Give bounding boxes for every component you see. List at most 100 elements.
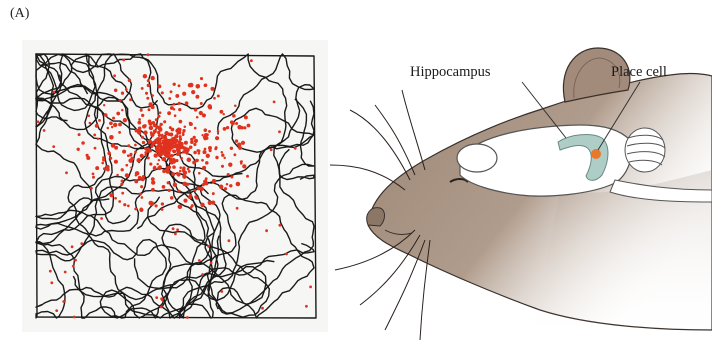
spike-dot (250, 59, 253, 62)
spike-dot (109, 135, 114, 140)
spike-dot (172, 139, 175, 142)
spike-dot (127, 154, 130, 157)
spike-dot (121, 92, 124, 95)
spike-dot (226, 183, 229, 186)
spike-dot (202, 150, 206, 154)
spike-dot (109, 157, 112, 160)
spike-dot (152, 121, 156, 125)
spike-dot (201, 159, 204, 162)
spike-dot (130, 166, 132, 168)
spike-dot (149, 141, 152, 144)
spike-dot (130, 153, 133, 156)
spike-dot (180, 157, 183, 160)
spike-dot (62, 300, 65, 303)
spike-dot (151, 188, 155, 192)
spike-dot (112, 117, 115, 120)
spike-dot (273, 101, 276, 104)
spike-dot (190, 206, 193, 209)
spike-dot (169, 139, 172, 142)
spike-dot (102, 156, 105, 159)
spike-dot (270, 148, 273, 151)
spike-dot (279, 224, 282, 227)
spike-dot (227, 173, 230, 176)
spike-dot (118, 200, 121, 203)
spike-dot (213, 97, 216, 100)
spike-dot (162, 157, 166, 161)
spike-dot (186, 316, 189, 319)
spike-dot (205, 161, 209, 165)
spike-dot (182, 92, 186, 96)
spike-dot (228, 239, 231, 242)
spike-dot (43, 129, 46, 132)
spike-dot (122, 59, 125, 62)
spike-dot (193, 143, 196, 146)
spike-dot (125, 88, 128, 91)
spike-dot (100, 217, 103, 220)
spike-dot (177, 172, 181, 176)
spike-dot (223, 157, 225, 159)
spike-dot (90, 187, 93, 190)
rat-nose (367, 208, 385, 226)
spike-dot (140, 208, 143, 211)
spike-dot (189, 122, 192, 125)
spike-dot (230, 147, 233, 150)
spike-dot (157, 131, 160, 134)
spike-dot (141, 114, 144, 117)
spike-dot (140, 185, 143, 188)
spike-dot (92, 173, 95, 176)
spike-dot (191, 90, 195, 94)
spike-dot (143, 130, 147, 134)
spike-dot (204, 148, 207, 151)
spike-dot (228, 163, 232, 167)
spike-dot (109, 193, 113, 197)
spike-dot (219, 184, 223, 188)
spike-dot (247, 124, 251, 128)
spike-dot (238, 146, 242, 150)
spike-dot (164, 131, 168, 135)
spike-dot (204, 84, 207, 87)
spike-dot (170, 106, 174, 110)
panel-label: (A) (10, 6, 29, 22)
spike-dot (226, 126, 229, 129)
spike-dot (88, 114, 91, 117)
spike-dot (175, 94, 179, 98)
spike-dot (172, 165, 176, 169)
spike-dot (220, 290, 223, 293)
spike-dot (125, 164, 128, 167)
spike-dot (231, 121, 235, 125)
spike-dot (144, 147, 147, 150)
spike-dot (177, 149, 181, 153)
trajectory-svg (22, 40, 328, 332)
spike-dot (261, 307, 264, 310)
spike-dot (116, 112, 120, 116)
spike-dot (161, 208, 164, 211)
spike-dot (107, 152, 111, 156)
spike-dot (169, 133, 173, 137)
path-segment (148, 197, 314, 318)
spike-dot (151, 177, 155, 181)
spike-dot (172, 227, 175, 230)
spike-dot (169, 159, 172, 162)
spike-dot (240, 160, 242, 162)
spike-dot (145, 92, 148, 95)
spike-dot (197, 149, 200, 152)
spike-dot (136, 158, 140, 162)
spike-dot (50, 281, 53, 284)
spike-dot (179, 138, 182, 141)
spike-dot (236, 207, 239, 210)
spike-dot (123, 118, 127, 122)
spike-dot (107, 127, 110, 130)
spike-dot (158, 148, 161, 151)
spike-dot (221, 154, 224, 157)
spike-dot (168, 149, 171, 152)
spike-dot (136, 129, 140, 133)
spike-dot (155, 139, 159, 143)
spike-dot (208, 106, 212, 110)
spike-dot (134, 151, 137, 154)
spike-dot (53, 91, 56, 94)
spike-dot (187, 158, 192, 163)
spike-dot (196, 116, 199, 119)
spike-dot (221, 165, 224, 168)
spike-dot (148, 108, 151, 111)
spike-dot (101, 162, 104, 165)
